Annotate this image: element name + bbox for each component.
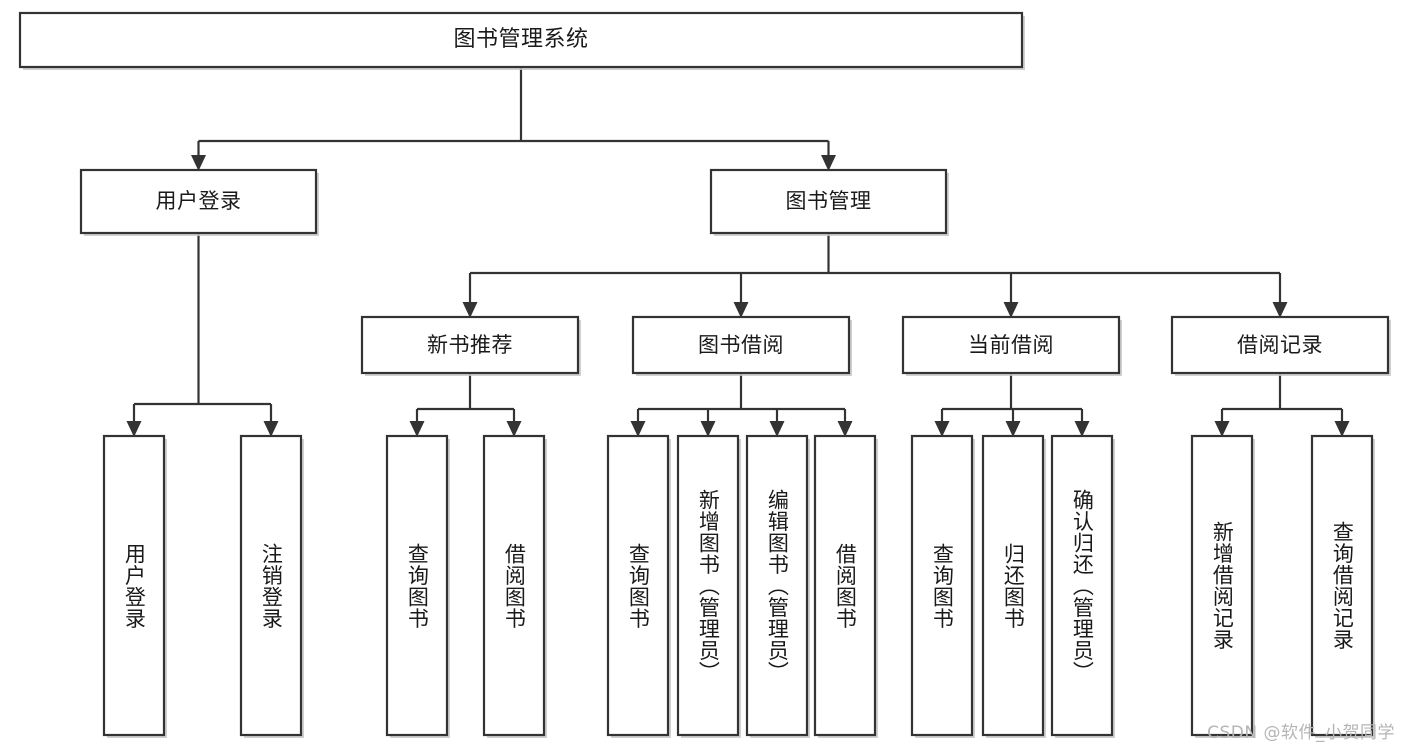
node-box-new-book-rec[interactable]	[360, 315, 580, 375]
arrow-head-icon	[1214, 421, 1230, 437]
arrow-head-icon	[506, 421, 522, 437]
arrow-head-icon	[733, 302, 749, 318]
node-box-leaf-return-book[interactable]	[981, 434, 1045, 737]
arrow-head-icon	[700, 421, 716, 437]
node-box-book-borrow[interactable]	[631, 315, 851, 375]
connectors-layer	[126, 67, 1350, 437]
node-box-leaf-query-book-rec[interactable]	[385, 434, 449, 737]
node-box-leaf-query-record[interactable]	[1310, 434, 1374, 737]
arrow-head-icon	[263, 421, 279, 437]
node-box-leaf-user-login[interactable]	[102, 434, 166, 737]
arrow-head-icon	[769, 421, 785, 437]
arrow-head-icon	[1272, 302, 1288, 318]
node-box-current-borrow[interactable]	[901, 315, 1121, 375]
node-box-leaf-logout[interactable]	[239, 434, 303, 737]
arrow-head-icon	[934, 421, 950, 437]
node-box-leaf-query-book-borrow[interactable]	[606, 434, 670, 737]
arrow-head-icon	[1334, 421, 1350, 437]
arrow-head-icon	[1005, 421, 1021, 437]
node-box-leaf-borrow-book[interactable]	[813, 434, 877, 737]
node-boxes-layer	[18, 11, 1391, 738]
arrow-head-icon	[1003, 302, 1019, 318]
node-box-book-manage[interactable]	[709, 168, 948, 235]
node-box-leaf-add-book[interactable]	[676, 434, 740, 737]
arrow-head-icon	[630, 421, 646, 437]
arrow-head-icon	[409, 421, 425, 437]
arrow-head-icon	[126, 421, 142, 437]
node-box-leaf-add-record[interactable]	[1190, 434, 1254, 737]
arrow-head-icon	[821, 155, 836, 171]
node-box-user-login[interactable]	[79, 168, 318, 235]
arrow-head-icon	[1074, 421, 1090, 437]
node-box-leaf-borrow-book-rec[interactable]	[482, 434, 546, 737]
node-box-borrow-record[interactable]	[1170, 315, 1390, 375]
node-box-leaf-edit-book[interactable]	[745, 434, 809, 737]
arrow-head-icon	[462, 302, 478, 318]
arrow-head-icon	[837, 421, 853, 437]
node-box-root[interactable]	[18, 11, 1024, 69]
node-box-leaf-confirm-return[interactable]	[1050, 434, 1114, 737]
arrow-head-icon	[191, 155, 206, 171]
node-box-leaf-query-book-current[interactable]	[910, 434, 974, 737]
